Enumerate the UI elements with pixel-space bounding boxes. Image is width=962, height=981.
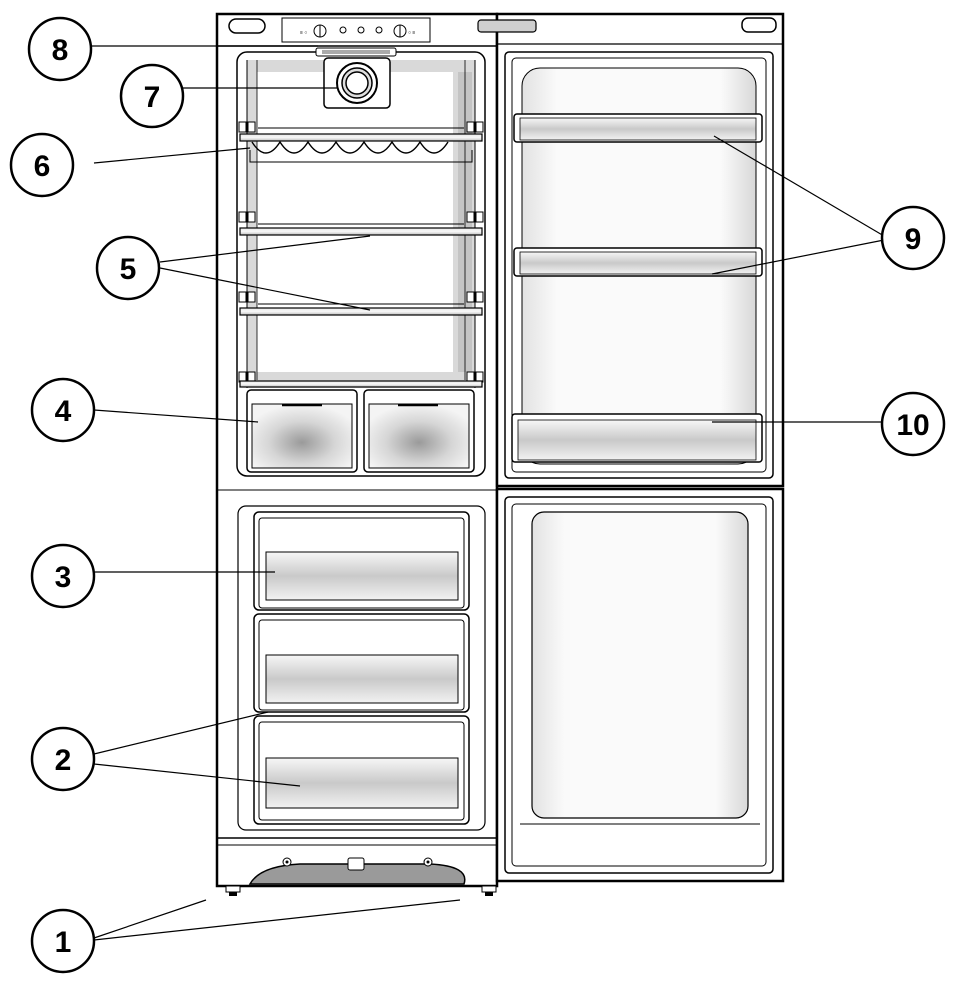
fan-unit [323,57,391,109]
adjustable-feet [225,885,497,896]
callout-7: 7 [119,63,185,129]
callout-10-label: 10 [896,409,929,442]
freezer-door [495,487,785,883]
callout-8: 8 [27,16,93,82]
light-housing [315,47,397,57]
callout-1: 1 [30,908,96,974]
wine-rack [239,127,483,163]
callout-5: 5 [95,235,161,301]
plinth-grille [248,857,466,885]
callout-9: 9 [880,205,946,271]
freezer-drawers [253,511,470,825]
callout-8-label: 8 [52,34,69,67]
callout-4: 4 [30,377,96,443]
callout-9-label: 9 [905,223,922,256]
callout-2-label: 2 [55,744,72,777]
callout-1-label: 1 [55,926,72,959]
crisper-drawers [246,389,475,473]
callout-3-label: 3 [55,561,72,594]
svg-text:≡ ○: ≡ ○ [300,30,307,36]
control-panel: ≡ ○ ○ ≡ [281,17,431,43]
callout-6: 6 [9,132,75,198]
callout-7-label: 7 [144,81,161,114]
callout-4-label: 4 [55,395,72,428]
door-bins [511,113,763,463]
callouts: 1 2 3 4 5 6 7 8 [9,16,946,974]
leader-lines [84,45,885,941]
callout-2: 2 [30,726,96,792]
svg-text:○ ≡: ○ ≡ [408,30,415,36]
callout-6-label: 6 [34,150,51,183]
callout-10: 10 [880,391,946,457]
callout-5-label: 5 [120,253,137,286]
callout-3: 3 [30,543,96,609]
